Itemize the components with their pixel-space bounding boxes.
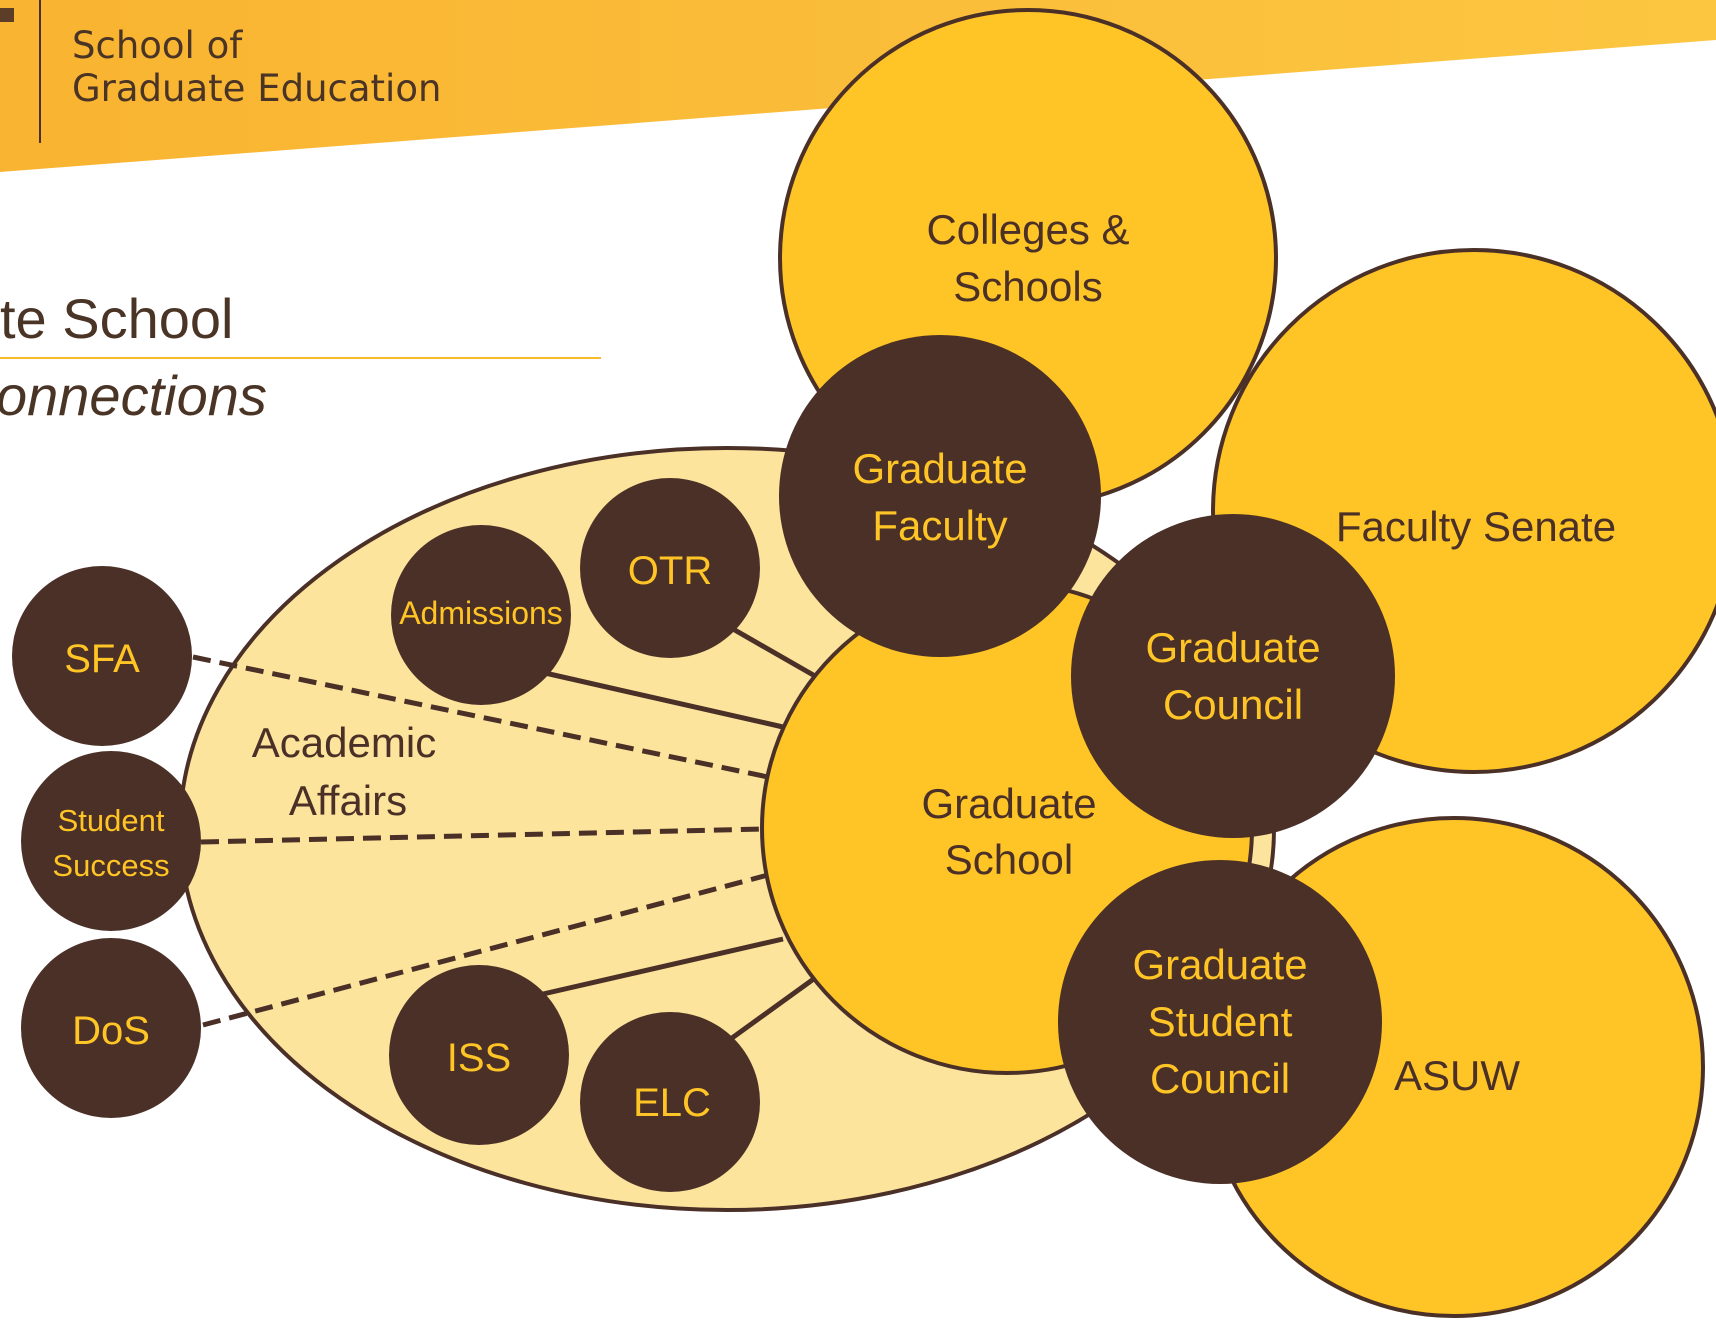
logo-fragment xyxy=(0,8,14,22)
connection-lines xyxy=(192,626,817,1041)
header-line-1: School of xyxy=(72,24,243,67)
graduate-council-circle xyxy=(1071,514,1395,838)
graduate-faculty-label-1: Graduate xyxy=(852,445,1027,492)
otr-circle xyxy=(580,478,760,658)
line-admissions xyxy=(544,670,784,730)
graduate-council-label-1: Graduate xyxy=(1145,624,1320,671)
page-title: te School xyxy=(0,287,234,350)
graduate-school-label-1: Graduate xyxy=(921,780,1096,827)
student-success-label-2: Success xyxy=(52,848,169,883)
student-success-circle xyxy=(21,751,201,931)
admissions-circle xyxy=(391,525,571,705)
iss-circle xyxy=(389,965,569,1145)
line-sfa xyxy=(192,654,769,780)
graduate-student-council-label-2: Student xyxy=(1148,998,1293,1045)
colleges-schools-label-1: Colleges & xyxy=(926,206,1129,253)
academic-affairs-label-1: Academic xyxy=(252,719,436,766)
dos-circle xyxy=(21,938,201,1118)
graduate-school-label-2: School xyxy=(945,836,1073,883)
line-student-success xyxy=(200,826,764,845)
header-line-2: Graduate Education xyxy=(72,67,441,110)
graduate-faculty-circle xyxy=(779,335,1101,657)
line-otr xyxy=(731,626,817,679)
sfa-circle xyxy=(12,566,192,746)
graduate-student-council-label-1: Graduate xyxy=(1132,941,1307,988)
academic-affairs-label-2: Affairs xyxy=(289,777,407,824)
graduate-student-council-label-3: Council xyxy=(1150,1055,1290,1102)
graduate-faculty-label-2: Faculty xyxy=(872,502,1007,549)
page-subtitle: onnections xyxy=(0,364,267,427)
colleges-schools-label-2: Schools xyxy=(953,263,1102,310)
elc-label: ELC xyxy=(633,1081,711,1125)
elc-circle xyxy=(580,1012,760,1192)
faculty-senate-label: Faculty Senate xyxy=(1336,503,1616,550)
line-iss xyxy=(542,936,784,997)
line-elc xyxy=(730,975,817,1041)
student-success-label-1: Student xyxy=(58,803,165,838)
graduate-council-label-2: Council xyxy=(1163,681,1303,728)
iss-label: ISS xyxy=(447,1036,511,1080)
line-dos xyxy=(202,872,769,1028)
asuw-label: ASUW xyxy=(1394,1052,1520,1099)
otr-label: OTR xyxy=(628,549,712,593)
sfa-label: SFA xyxy=(64,637,140,681)
graduate-student-council-circle xyxy=(1058,860,1382,1184)
dos-label: DoS xyxy=(72,1009,150,1053)
admissions-label: Admissions xyxy=(399,595,563,631)
